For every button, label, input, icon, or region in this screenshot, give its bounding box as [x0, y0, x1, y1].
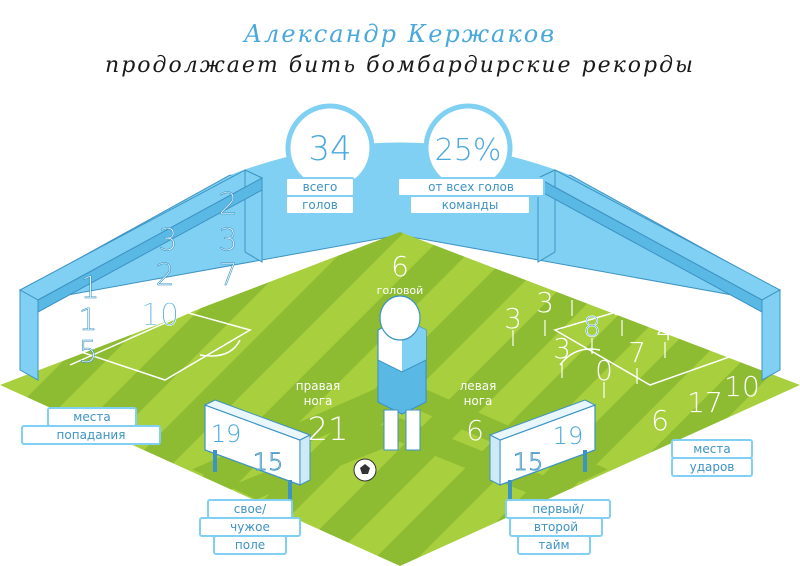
total-goals-label-1: всего: [303, 180, 338, 194]
label-tags: [21, 177, 753, 555]
shot-place-number: 3: [536, 286, 554, 319]
total-goals-label-2: голов: [302, 198, 338, 212]
head-goals-label: головой: [377, 284, 424, 297]
goal-place-number: 3: [218, 223, 237, 258]
shot-place-number: 6: [651, 404, 669, 437]
home-goals-value: 19: [211, 420, 242, 448]
right-foot-label-1: правая: [296, 379, 340, 393]
shot-place-number: 8: [583, 310, 601, 343]
goal-place-number: 7: [218, 258, 237, 293]
goal-place-number: 2: [218, 187, 237, 222]
head-goals-value: 6: [391, 250, 409, 283]
goal-place-number: 1: [78, 303, 97, 338]
team-share-value: 25%: [435, 133, 502, 168]
player-figure: [377, 295, 427, 451]
shot-place-number: 3: [553, 332, 571, 365]
halves-label-2: второй: [534, 520, 578, 534]
total-goals-value: 34: [308, 129, 351, 169]
shot-place-number: 4: [656, 314, 674, 347]
shot-place-number: 2: [613, 289, 631, 322]
goal-places-label-2: попадания: [57, 428, 126, 442]
left-goal: [18, 169, 264, 381]
shot-places-label-1: места: [693, 442, 730, 456]
team-share-label-1: от всех голов: [428, 180, 514, 194]
left-foot-label-2: нога: [464, 394, 493, 408]
home-away-board: [203, 399, 312, 500]
left-foot-label-1: левая: [460, 379, 497, 393]
goal-place-number: 1: [80, 271, 99, 306]
goal-place-number: 2: [155, 258, 174, 293]
goal-place-number: 10: [141, 298, 179, 333]
second-half-value: 19: [553, 422, 584, 450]
shot-place-number: 3: [504, 302, 522, 335]
goal-place-number: 3: [158, 223, 177, 258]
right-pitch-markings: [553, 304, 737, 386]
page-title: Александр Кержаков: [242, 20, 556, 48]
right-goal: [536, 169, 782, 381]
page-subtitle: продолжает бить бомбардирские рекорды: [105, 53, 695, 78]
halves-label-1: первый/: [532, 502, 584, 516]
right-foot-value: 21: [308, 410, 349, 448]
shot-place-number: 7: [628, 336, 646, 369]
first-half-value: 15: [513, 448, 544, 476]
goal-places-label-1: места: [73, 410, 110, 424]
away-goals-value: 15: [253, 448, 284, 476]
home-away-label-2: чужое: [230, 520, 270, 534]
halves-board: [488, 399, 597, 500]
goal-place-number: 5: [78, 335, 97, 370]
shot-markers: [512, 300, 666, 398]
shot-place-number: 10: [724, 370, 760, 403]
left-foot-value: 6: [466, 414, 484, 447]
home-away-label-3: поле: [235, 538, 265, 552]
shot-places-label-2: ударов: [690, 460, 735, 474]
halves-label-3: тайм: [538, 538, 569, 552]
shot-place-number: 17: [687, 386, 723, 419]
football: [353, 458, 377, 482]
shot-place-number: 0: [595, 354, 613, 387]
shot-place-number: 4: [563, 270, 581, 303]
right-foot-label-2: нога: [304, 394, 333, 408]
team-share-label-2: команды: [442, 198, 499, 212]
home-away-label-1: свое/: [234, 502, 267, 516]
left-pitch-markings: [69, 289, 252, 381]
